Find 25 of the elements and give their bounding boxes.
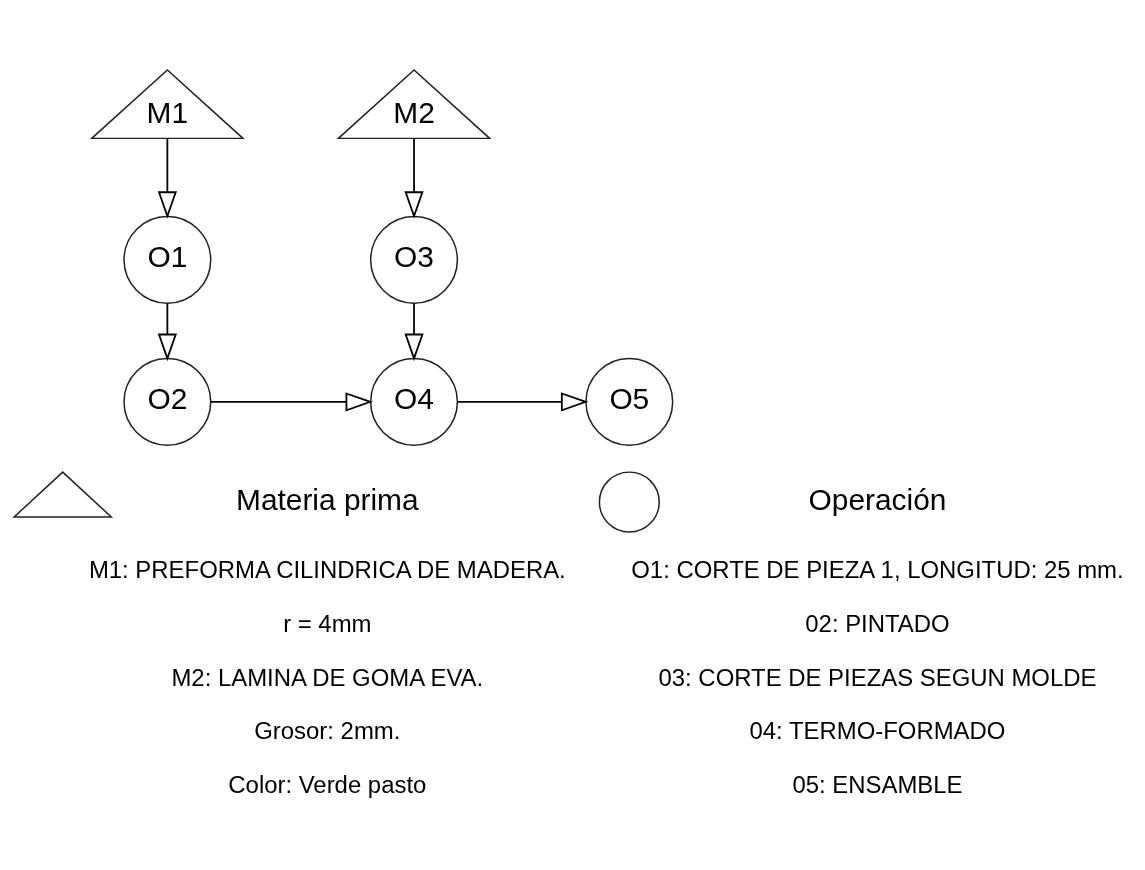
node-circle <box>598 470 660 533</box>
node-circle: O4 <box>369 357 459 446</box>
label: 04: TERMO-FORMADO <box>749 716 1006 744</box>
legend-label: Materia prima <box>236 482 419 515</box>
arrow <box>157 302 177 361</box>
legend-label: Operación <box>808 482 947 515</box>
label: Grosor: 2mm. <box>254 716 401 744</box>
node-triangle <box>12 470 114 518</box>
node-circle: O3 <box>369 215 459 304</box>
node-circle: O5 <box>585 357 674 446</box>
node-circle: O1 <box>123 215 212 304</box>
label: M2: LAMINA DE GOMA EVA. <box>171 663 484 691</box>
node-circle: O2 <box>123 357 212 446</box>
label: 02: PINTADO <box>805 609 950 637</box>
arrow <box>456 391 589 411</box>
arrow <box>404 302 424 361</box>
label: 03: CORTE DE PIEZAS SEGUN MOLDE <box>658 663 1097 691</box>
arrow <box>209 391 374 411</box>
label: M1: PREFORMA CILINDRICA DE MADERA. <box>88 555 566 583</box>
label: r = 4mm <box>283 609 372 637</box>
label: Color: Verde pasto <box>228 770 427 798</box>
label: O1: CORTE DE PIEZA 1, LONGITUD: 25 mm. <box>631 555 1124 583</box>
label: 05: ENSAMBLE <box>792 770 963 798</box>
arrow <box>404 137 424 219</box>
arrow <box>157 137 177 219</box>
